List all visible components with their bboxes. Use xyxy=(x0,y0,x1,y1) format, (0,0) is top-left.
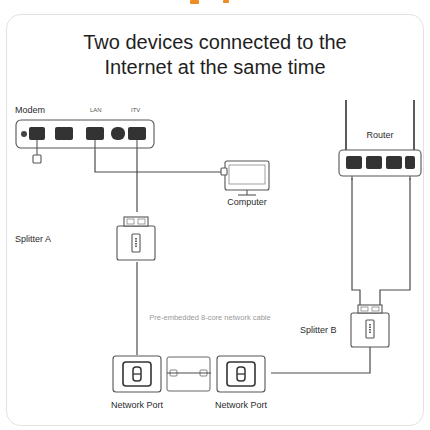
port-icon xyxy=(112,355,162,393)
node-label: Router xyxy=(337,130,423,140)
node-label: Network Port xyxy=(211,400,271,410)
network-cable xyxy=(167,372,211,373)
node-label: Network Port xyxy=(107,400,167,410)
card-frame xyxy=(7,15,424,426)
splitterB-icon xyxy=(350,305,390,347)
device-node: Network Port xyxy=(107,355,167,413)
cable-label: Pre-embedded 8-core network cable xyxy=(148,313,272,322)
network-cable xyxy=(380,178,410,305)
device-node: Router xyxy=(337,100,423,178)
port-label: LAN xyxy=(90,107,102,113)
top-accent xyxy=(223,0,229,3)
device-node: Splitter A xyxy=(15,212,156,262)
node-label: Splitter A xyxy=(15,234,51,244)
device-node: Network Port xyxy=(211,355,271,413)
monitor-icon xyxy=(224,160,270,196)
top-accent xyxy=(190,0,199,4)
network-cable xyxy=(95,150,221,172)
device-node: Splitter B xyxy=(300,305,392,347)
node-label: Modem xyxy=(15,105,45,115)
device-node: Computer xyxy=(221,160,273,208)
node-label: Computer xyxy=(221,197,273,207)
port-label: ITV xyxy=(131,107,140,113)
cable-box xyxy=(167,357,210,391)
splitterA-icon xyxy=(116,214,156,262)
network-cable xyxy=(136,262,137,355)
network-cable xyxy=(136,150,137,212)
node-label: Splitter B xyxy=(300,325,337,335)
network-cable xyxy=(352,178,360,305)
port-icon xyxy=(216,355,266,393)
network-cable xyxy=(271,347,370,373)
diagram-title: Two devices connected to the Internet at… xyxy=(75,30,355,80)
